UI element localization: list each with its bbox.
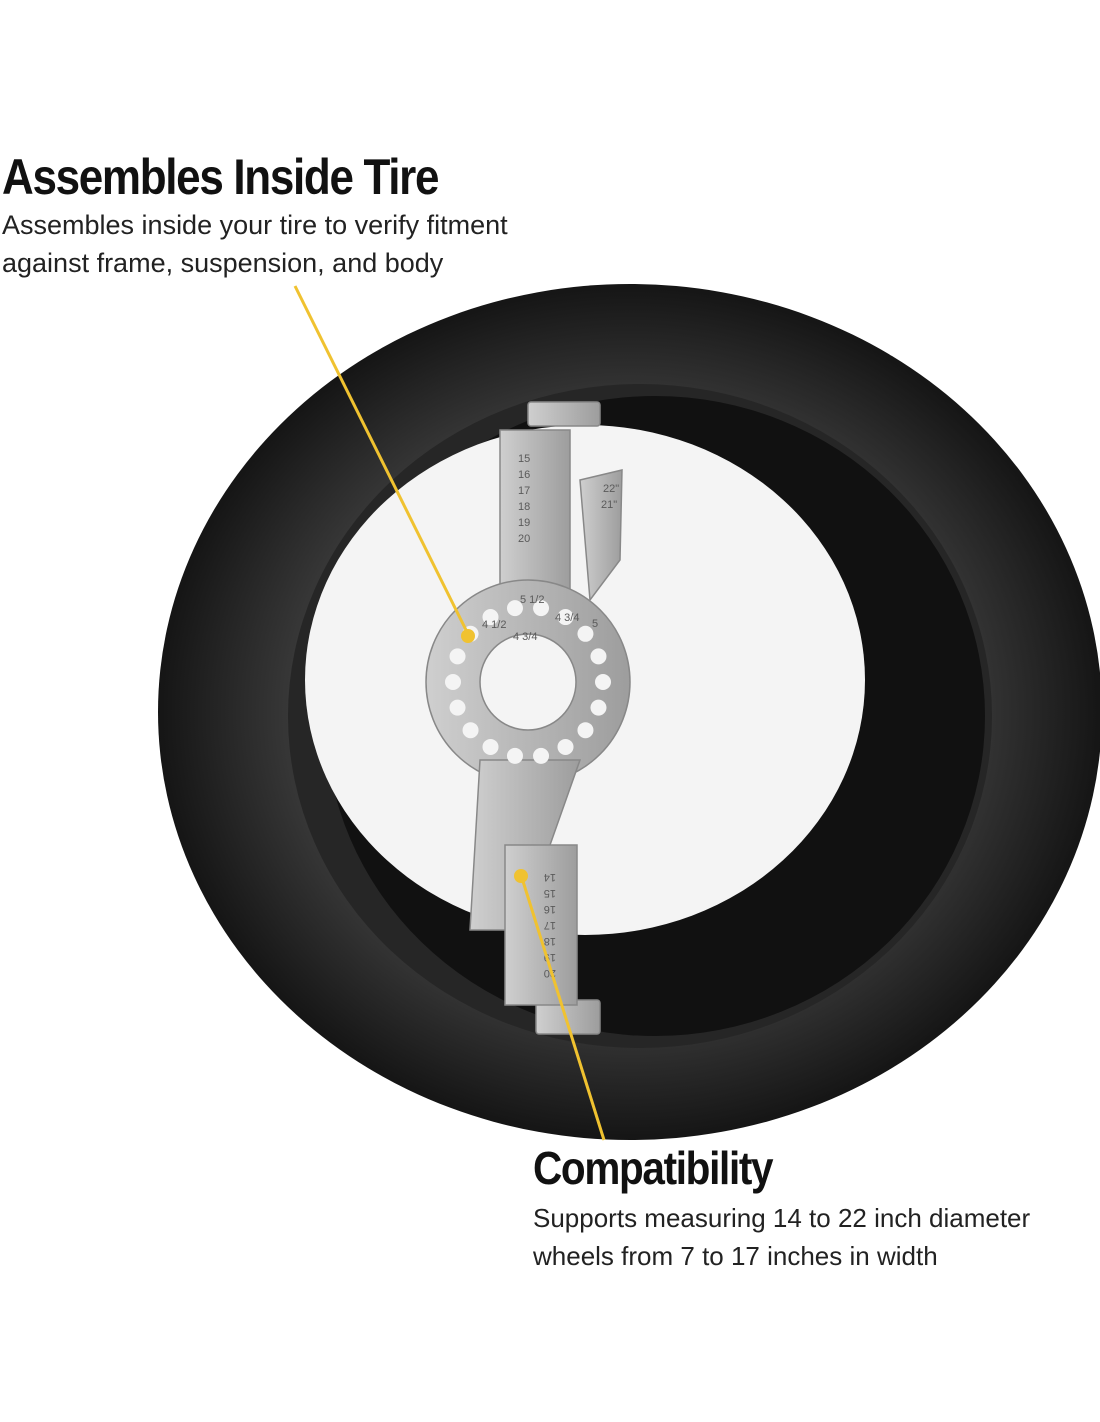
- bolt-hole: [577, 722, 594, 739]
- scale-label: 16: [544, 903, 556, 915]
- callout-title: Compatibility: [533, 1142, 774, 1194]
- bolt-hole: [449, 699, 466, 716]
- bolt-hole: [482, 738, 499, 755]
- desc-line: Supports measuring 14 to 22 inch diamete…: [533, 1203, 1031, 1233]
- desc-line: wheels from 7 to 17 inches in width: [533, 1241, 938, 1271]
- bolt-hole: [595, 674, 611, 690]
- scale-label: 18: [544, 935, 556, 947]
- bolt-hole: [445, 674, 461, 690]
- bolt-hole: [482, 609, 499, 626]
- scale-label: 15: [544, 887, 556, 899]
- bolt-hole: [557, 609, 574, 626]
- scale-label: 17: [518, 485, 530, 497]
- bolt-hole: [506, 600, 523, 617]
- scale-label: 17: [544, 919, 556, 931]
- callout-description: Assembles inside your tire to verify fit…: [2, 206, 508, 282]
- bolt-pattern-label: 4 3/4: [513, 631, 537, 643]
- scale-label: 16: [518, 469, 530, 481]
- scale-label: 19: [518, 517, 530, 529]
- bolt-pattern-label: 4 1/2: [482, 619, 506, 631]
- bolt-hole: [533, 600, 550, 617]
- bolt-hole: [590, 648, 607, 665]
- bolt-hole: [590, 699, 607, 716]
- bolt-pattern-label: 5: [592, 618, 598, 630]
- bolt-hole: [506, 747, 523, 764]
- bolt-hole: [449, 648, 466, 665]
- bolt-hole: [577, 625, 594, 642]
- callout-title: Assembles Inside Tire: [2, 149, 439, 205]
- bolt-hole: [557, 738, 574, 755]
- arm-label: 22": [603, 483, 619, 495]
- scale-label: 18: [518, 501, 530, 513]
- desc-line: against frame, suspension, and body: [2, 248, 444, 278]
- arm-label: 21": [601, 499, 617, 511]
- desc-line: Assembles inside your tire to verify fit…: [2, 210, 508, 240]
- callout-description: Supports measuring 14 to 22 inch diamete…: [533, 1199, 1030, 1275]
- bolt-hole: [462, 722, 479, 739]
- bolt-holes: [445, 600, 611, 764]
- bolt-pattern-label: 5 1/2: [520, 594, 544, 606]
- scale-label: 14: [544, 871, 556, 883]
- callout-lines: [293, 285, 606, 1141]
- bolt-hole: [533, 747, 550, 764]
- tire: [158, 284, 1100, 1140]
- scale-label: 15: [518, 453, 530, 465]
- bolt-pattern-label: 4 3/4: [555, 612, 579, 624]
- scale-label: 20: [518, 533, 530, 545]
